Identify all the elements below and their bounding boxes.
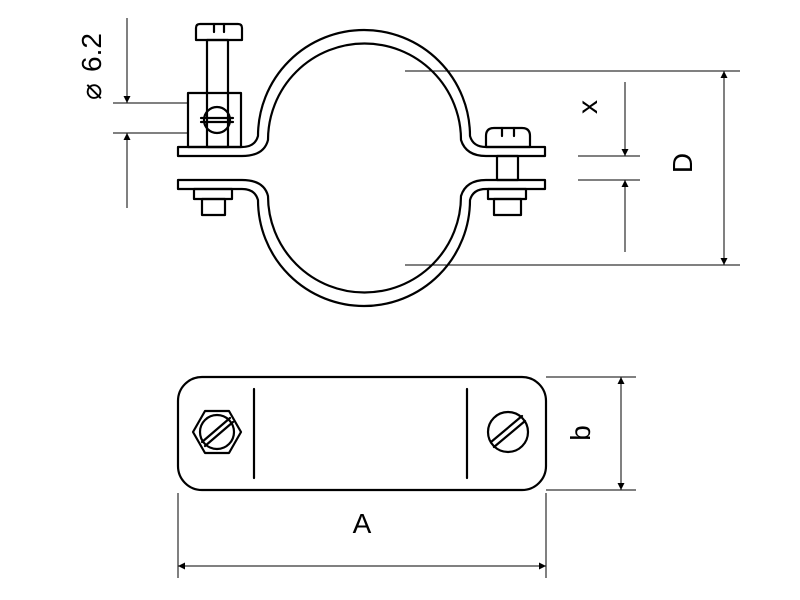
length-label: A — [353, 508, 372, 539]
gap-label: x — [572, 100, 603, 114]
hole-diameter-label: 6.2 — [76, 33, 107, 72]
left-screw-head-icon — [194, 22, 244, 42]
right-bolt-end — [492, 197, 523, 217]
diameter-symbol-icon: ⌀ — [76, 83, 107, 100]
right-screw-head-top-icon — [486, 410, 530, 454]
left-bolt-end — [200, 197, 227, 217]
clamp-front-view — [176, 22, 547, 308]
dimension-length: A — [177, 493, 547, 578]
dimension-pipe-diameter: D — [405, 70, 740, 266]
right-lower-nut — [486, 187, 528, 201]
upper-clamp-band — [176, 28, 547, 158]
dimension-hole-diameter: ⌀ 6.2 — [76, 18, 188, 208]
left-bolt — [186, 22, 244, 217]
dimension-width: b — [546, 376, 636, 491]
pipe-diameter-label: D — [667, 153, 698, 173]
left-nut-block — [186, 91, 243, 149]
clamp-top-view — [176, 375, 548, 492]
right-bolt — [484, 126, 532, 217]
right-bolt-shank — [495, 154, 520, 182]
right-screw-head-icon — [484, 126, 532, 149]
strap-outline — [176, 375, 548, 492]
width-label: b — [565, 425, 596, 441]
dimension-gap: x — [572, 82, 640, 252]
hex-nut-icon — [191, 409, 243, 455]
left-screw-head-top-icon — [198, 413, 236, 451]
left-lower-nut — [192, 187, 234, 201]
left-screw-slot-icon — [202, 105, 232, 135]
